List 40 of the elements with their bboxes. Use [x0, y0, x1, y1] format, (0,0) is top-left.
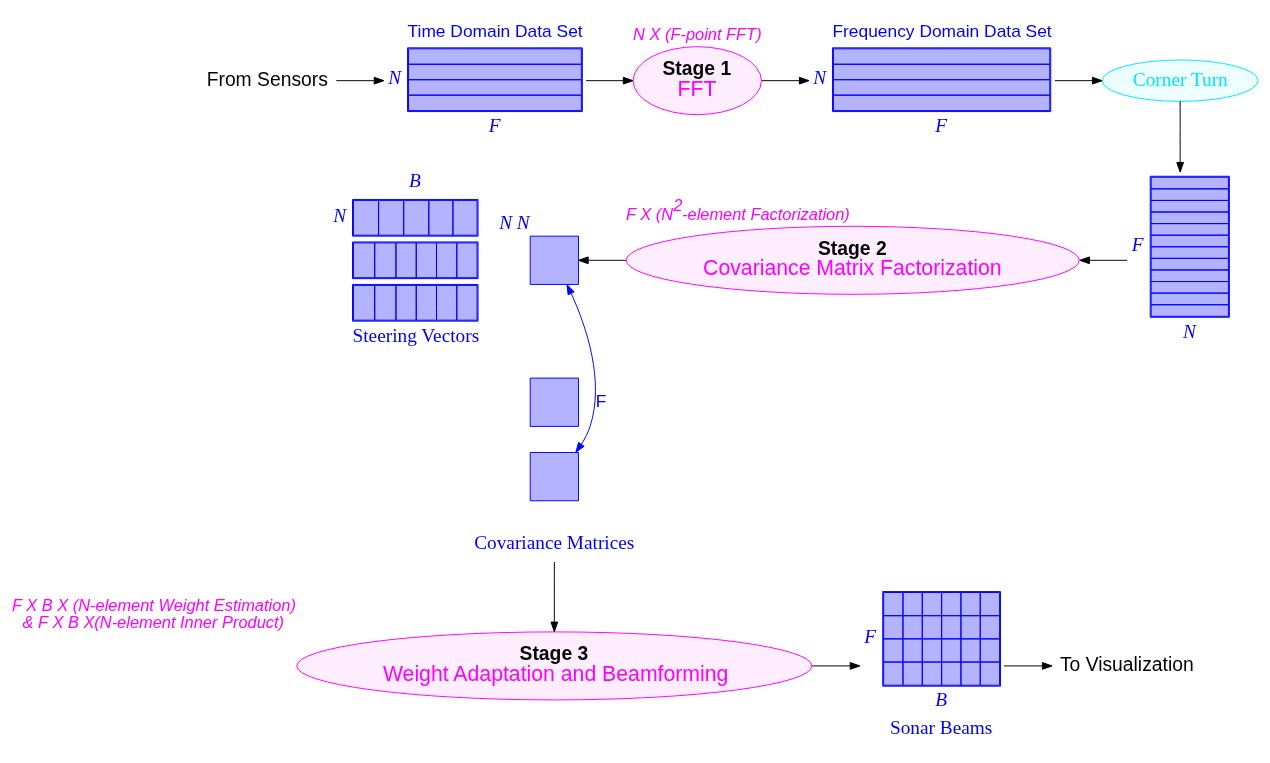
- node-ellipse: Corner Turn: [1101, 59, 1259, 102]
- node-label: F X B X (N-element Weight Estimation): [12, 596, 296, 615]
- node-ellipse: Stage 2 Covariance Matrix Factorization: [625, 225, 1080, 295]
- node-label: Sonar Beams: [889, 717, 993, 739]
- arrow: [578, 256, 627, 265]
- node-label: F: [1131, 233, 1144, 255]
- node-label: N: [499, 212, 513, 234]
- node-label: N: [388, 66, 402, 88]
- node-label: F: [935, 114, 948, 136]
- arrow: [811, 662, 861, 670]
- node-label: N: [813, 66, 827, 88]
- arrow: [1054, 76, 1103, 85]
- arrow: [761, 76, 810, 85]
- node-label: N X (F-point FFT): [633, 25, 762, 44]
- node-label: Time Domain Data Set: [407, 20, 583, 41]
- node-label: Frequency Domain Data Set: [832, 20, 1052, 41]
- node-label: N: [1183, 320, 1196, 342]
- node-text: To Visualization: [1059, 653, 1194, 675]
- node-box: [529, 377, 579, 427]
- arrow: [1079, 256, 1128, 265]
- node-label: Steering Vectors: [352, 325, 480, 347]
- node-label: B: [935, 689, 948, 711]
- node-label: N: [333, 204, 347, 226]
- node-label: N: [516, 212, 530, 234]
- node-text: Covariance Matrices: [474, 532, 635, 554]
- node-box: [529, 452, 579, 502]
- arrow: [585, 76, 634, 85]
- arrow: [1176, 100, 1184, 173]
- arrow: [335, 76, 385, 85]
- node-ellipse: Stage 3 Weight Adaptation and Beamforming: [296, 631, 813, 701]
- node-box: [529, 235, 579, 285]
- arrow: [550, 561, 559, 633]
- node-label: B: [409, 169, 421, 191]
- edge-label: F: [595, 390, 607, 411]
- arrow: [1003, 662, 1053, 670]
- node-label: F: [488, 114, 501, 136]
- node-ellipse: Stage 1 FFT: [632, 46, 762, 116]
- arrow: [566, 284, 596, 453]
- node-text: From Sensors: [206, 68, 328, 90]
- node-label: F: [864, 625, 877, 647]
